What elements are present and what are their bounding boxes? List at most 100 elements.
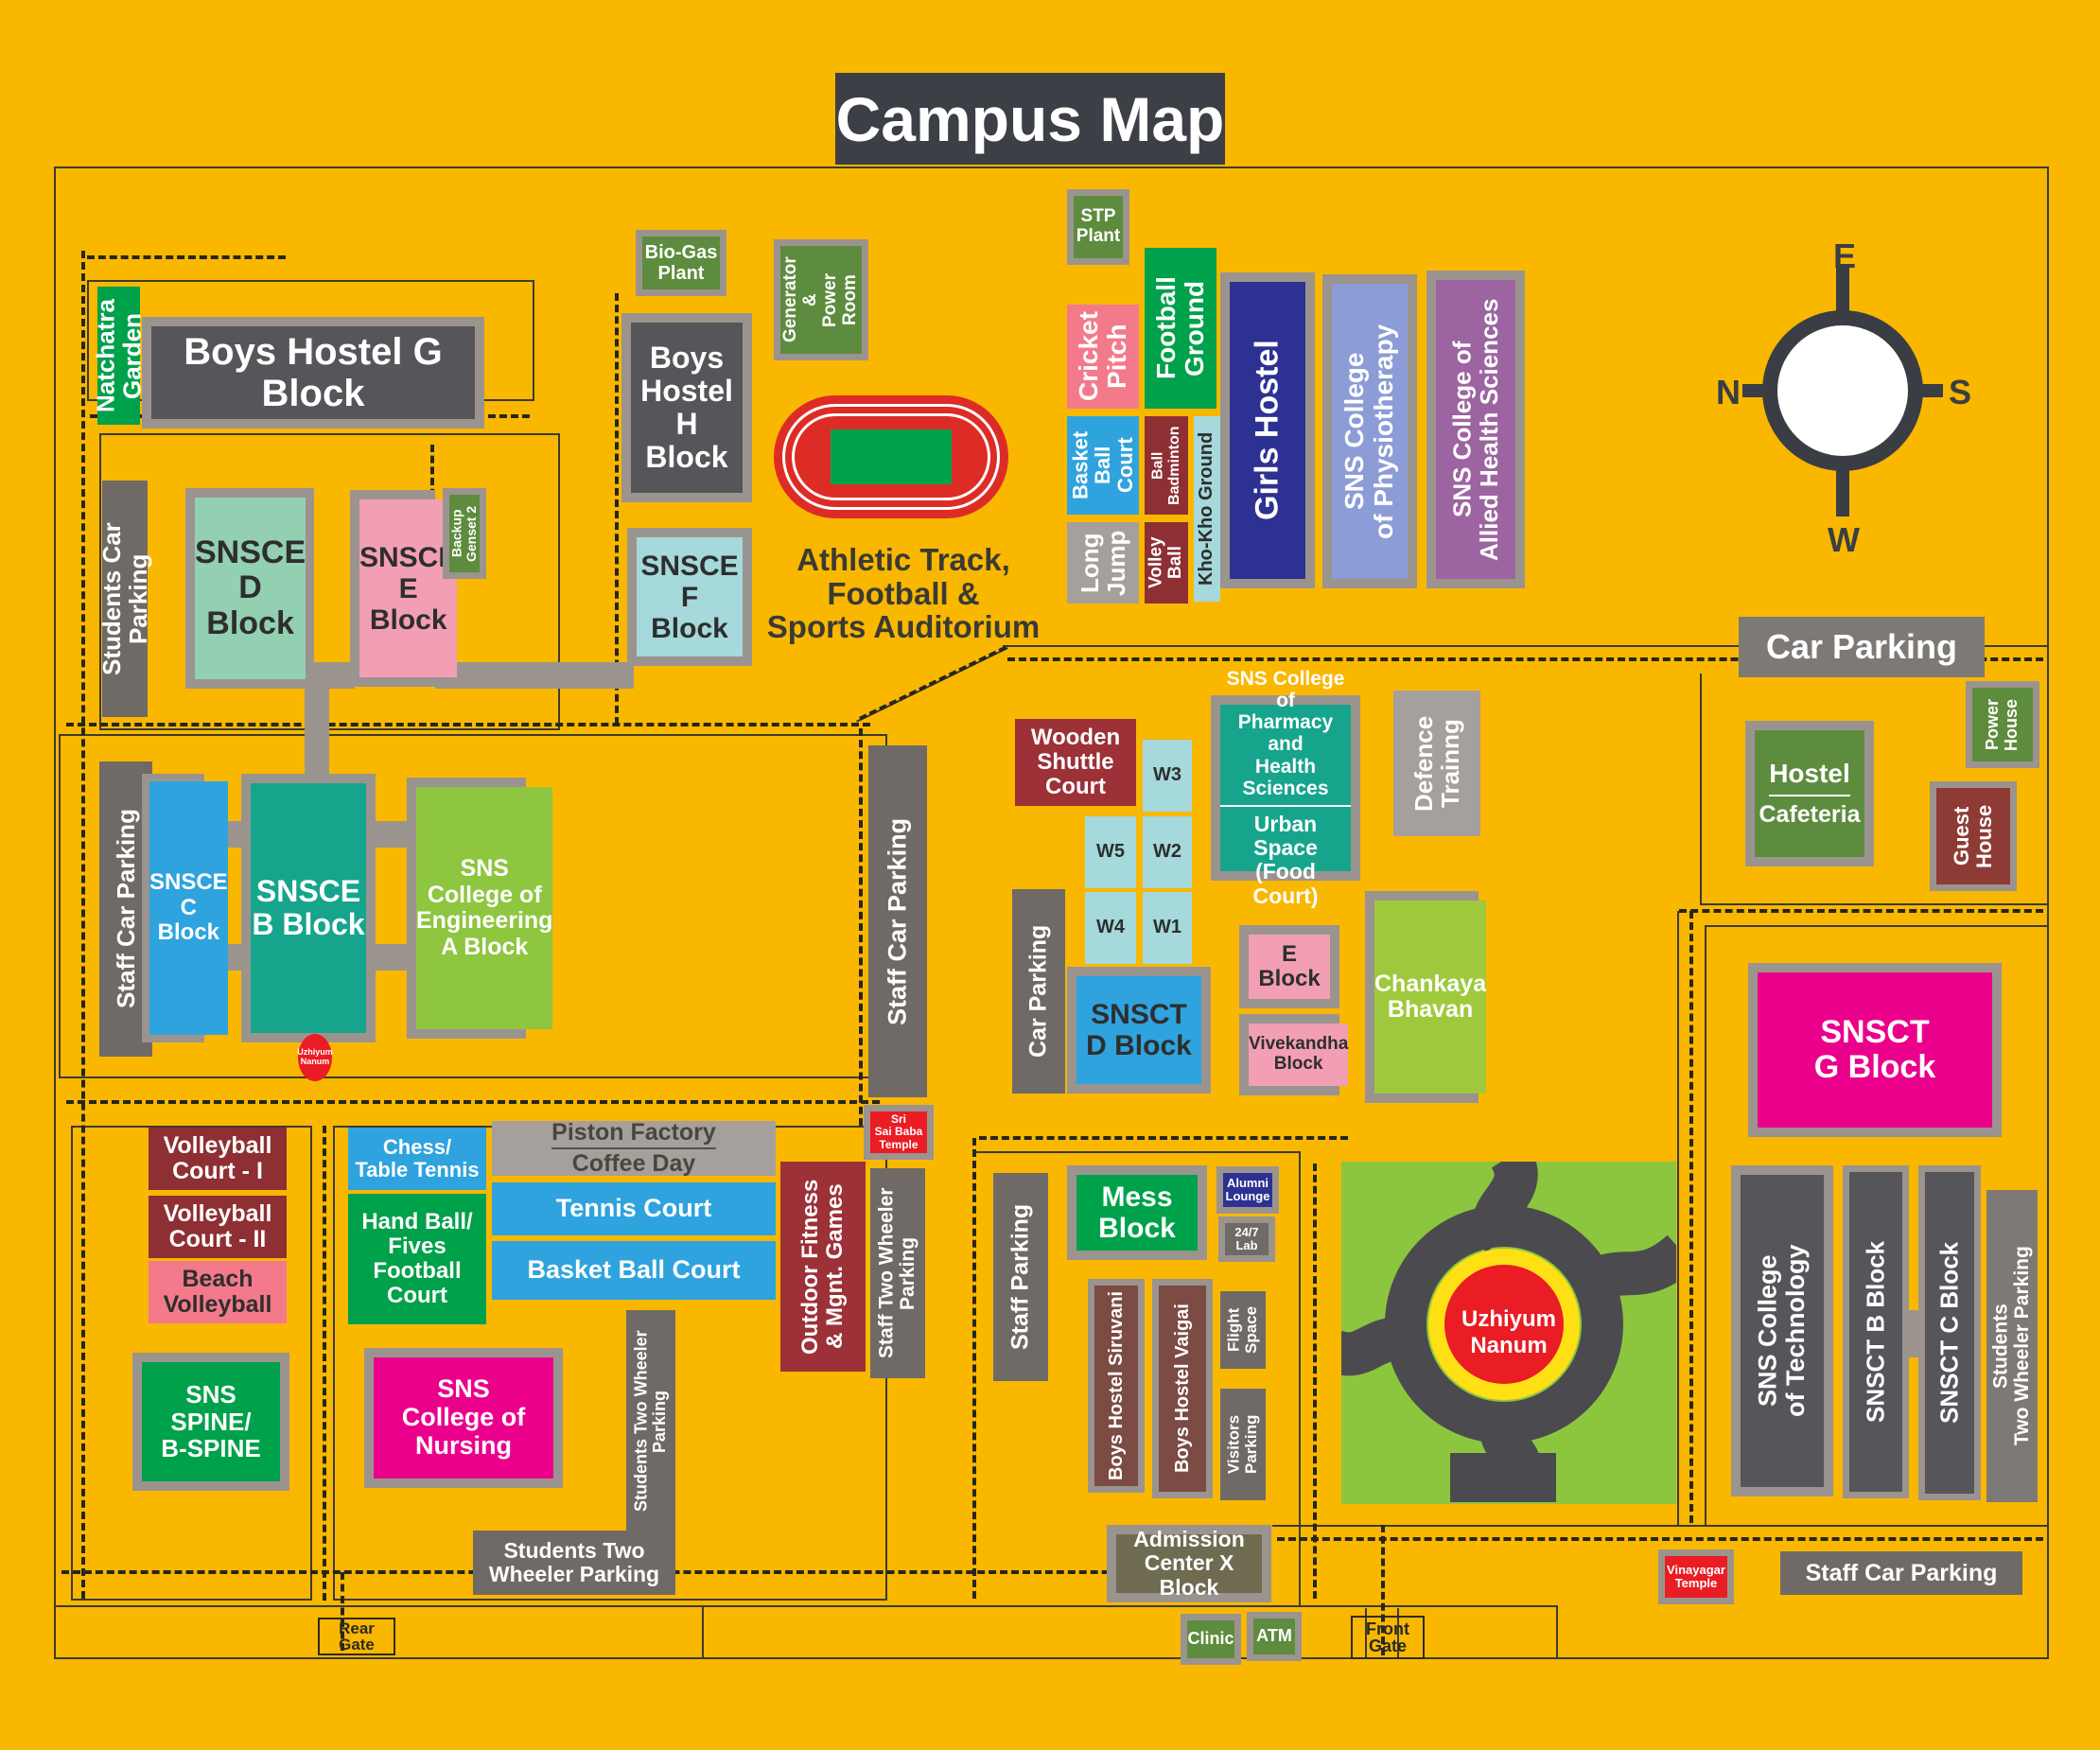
snsce-f-label: SNSCE F Block [637,537,743,656]
atm-label: ATM [1253,1619,1295,1654]
compass-south: S [1949,373,1972,411]
generator-label: Generator & Power Room [780,246,862,354]
hostel-cafeteria: Hostel Cafeteria [1745,721,1874,866]
road-line [1677,911,1679,1525]
road-dashed [1381,1525,1385,1655]
admission-label: Admission Center X Block [1116,1527,1262,1599]
uzhiyum-roundabout-label: Uzhiyum Nanum [1461,1306,1556,1358]
uzhiyum-nanum-mini: Uzhiyum Nanum [297,1034,333,1081]
zone-outline [71,1126,312,1601]
students-two-wheeler-horizontal: Students Two Wheeler Parking [473,1531,675,1595]
snsct-c-label: SNSCT C Block [1925,1172,1974,1494]
pharmacy-label: SNS College of Pharmacy and Health Scien… [1220,668,1351,807]
sns-technology-label: SNS College of Technology [1741,1175,1824,1487]
snsce-b-label: SNSCE B Block [251,783,366,1033]
hostel-label: Hostel [1769,759,1850,796]
page-title: Campus Map [835,73,1225,165]
lab-24-7-label: 24/7 Lab [1225,1223,1269,1255]
clinic-label: Clinic [1187,1620,1234,1658]
road-dashed [979,1136,1348,1140]
uzhiyum-nanum-roundabout: Uzhiyum Nanum [1341,1162,1676,1504]
admission-center-x: Admission Center X Block [1107,1525,1271,1602]
staff-parking: Staff Parking [993,1173,1048,1381]
compass-north: N [1716,373,1741,411]
wooden-shuttle-court: Wooden Shuttle Court [1015,719,1136,806]
power-house: Power House [1966,681,2039,768]
volleyball-court-2: Volleyball Court - II [149,1196,287,1258]
road-dashed [341,1572,344,1651]
boys-hostel-g-label: Boys Hostel G Block [151,326,475,419]
court-w5: W5 [1085,816,1136,888]
vinayagar-label: Vinayagar Temple [1665,1556,1727,1598]
road-dashed [81,251,85,1599]
road-line [1272,1525,2049,1527]
kho-kho-ground: Kho-Kho Ground [1194,416,1220,602]
road-dashed [615,293,619,725]
students-car-parking: Students Car Parking [97,481,152,717]
sri-sai-baba-temple: Sri Sai Baba Temple [864,1105,934,1160]
road-line [1003,645,2049,647]
atm: ATM [1247,1612,1302,1661]
road-dashed [1689,911,1693,1523]
piston-bottom-label: Coffee Day [571,1150,696,1177]
compass-west: W [1828,520,1860,559]
snsce-b-block: SNSCE B Block [241,774,376,1042]
track-field [831,429,952,484]
map-border [54,166,2049,1659]
snsce-d-label: SNSCE D Block [195,498,306,679]
sai-baba-label: Sri Sai Baba Temple [870,1111,927,1153]
zone-outline [99,433,560,730]
sns-college-nursing: SNS College of Nursing [364,1348,563,1488]
vaigai-label: Boys Hostel Vaigai [1159,1286,1206,1492]
urban-space-label: Urban Space (Food Court) [1252,811,1319,908]
court-w4: W4 [1085,892,1136,964]
clinic: Clinic [1181,1614,1241,1665]
road-line [1299,1151,1301,1605]
road-dashed [1679,909,2043,913]
boys-hostel-h-block: Boys Hostel H Block [621,313,752,502]
guest-house-label: Guest House [1936,788,2010,884]
ball-badminton: Ball Badminton [1145,416,1188,515]
snsct-d-block: SNSCT D Block [1067,967,1211,1094]
physiotherapy-label: SNS College of Physiotherapy [1332,284,1408,579]
tennis-court: Tennis Court [492,1182,776,1235]
power-house-label: Power House [1972,688,2033,761]
sns-a-label: SNS College of Engineering A Block [416,787,553,1029]
boys-hostel-h-label: Boys Hostel H Block [631,323,743,493]
girls-hostel-label: Girls Hostel [1230,282,1305,579]
road-line [1365,1608,1367,1659]
piston-factory-coffee-day: Piston Factory Coffee Day [492,1120,776,1177]
natchatra-garden: Natchatra Garden [91,287,147,425]
vivekandha-label: Vivekandha Block [1249,1024,1349,1086]
cafeteria-label: Cafeteria [1759,800,1861,828]
flight-space: Flight Space [1220,1291,1266,1369]
sns-college-allied-health: SNS College of Allied Health Sciences [1426,271,1525,588]
road-line [1705,925,2049,927]
students-two-wheeler-vertical: Students Two Wheeler Parking [626,1310,675,1532]
front-gate: Front Gate [1351,1616,1425,1659]
snsct-b-block: SNSCT B Block [1843,1165,1909,1498]
road-dashed [1313,1164,1317,1599]
snsce-e-block: SNSCE E Block [350,490,458,687]
staff-two-wheeler-parking: Staff Two Wheeler Parking [870,1168,925,1378]
sns-spine: SNS SPINE/ B-SPINE [132,1353,289,1491]
rear-gate: Rear Gate [318,1618,395,1655]
e-block: E Block [1239,925,1339,1008]
road-dashed [859,728,863,1126]
stp-plant: STP Plant [1067,189,1129,265]
sns-college-technology: SNS College of Technology [1731,1165,1833,1496]
visitors-parking: Visitors Parking [1220,1389,1266,1500]
chankaya-bhavan: Chankaya Bhavan [1365,891,1487,1103]
pharmacy-urban-space: SNS College of Pharmacy and Health Scien… [1211,668,1360,907]
bio-gas-label: Bio-Gas Plant [642,236,720,289]
roundabout-roads-icon [1341,1162,1676,1502]
backup-genset-label: Backup Genset 2 [449,495,480,572]
lab-24-7: 24/7 Lab [1218,1216,1275,1262]
sns-college-physiotherapy: SNS College of Physiotherapy [1322,274,1417,588]
track-label: Athletic Track, Football & Sports Audito… [766,542,1041,645]
road-line [1700,674,1702,903]
alumni-lounge: Alumni Lounge [1216,1166,1279,1214]
snsce-d-block: SNSCE D Block [185,488,314,689]
piston-top-label: Piston Factory [551,1120,716,1149]
